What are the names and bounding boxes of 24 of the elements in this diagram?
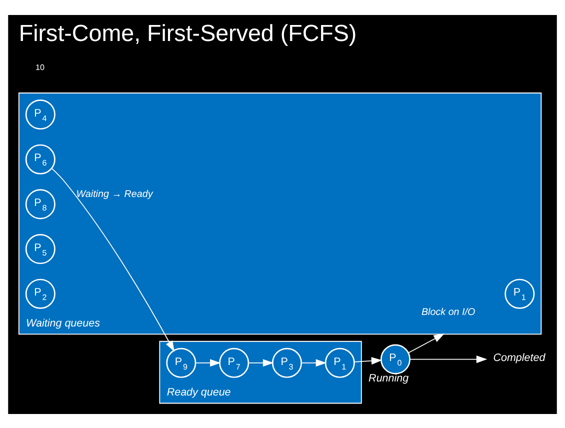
arrow <box>248 358 274 366</box>
node-circle: P$_{2}$ <box>25 278 56 308</box>
node-text: Completed <box>493 352 546 364</box>
node-circle: P$_{8}$ <box>25 188 56 219</box>
node-circle: P$_{0}$ <box>380 344 410 374</box>
arrow <box>354 356 382 364</box>
arrow <box>408 333 445 353</box>
node-circle: P$_{4}$ <box>25 99 56 130</box>
node-label: Running <box>368 372 409 384</box>
edge-label: Waiting → Ready <box>76 188 153 200</box>
node-circle: P$_{5}$ <box>25 234 56 264</box>
node-circle: P$_{1}$ <box>504 278 535 308</box>
node-circle: P$_{7}$ <box>219 347 250 378</box>
edge-label: Block on I/O <box>421 306 476 318</box>
node-circle: P$_{1}$ <box>324 347 355 378</box>
diagram-title: First-Come, First-Served (FCFS) <box>18 19 357 46</box>
label: 10 <box>35 62 44 72</box>
node-circle: P$_{3}$ <box>272 347 302 378</box>
node-circle: P$_{6}$ <box>25 144 56 174</box>
arrow <box>410 355 488 363</box>
arrow <box>195 358 221 366</box>
arrow <box>51 168 174 352</box>
node-circle: P$_{9}$ <box>166 347 196 378</box>
arrow <box>301 358 327 366</box>
